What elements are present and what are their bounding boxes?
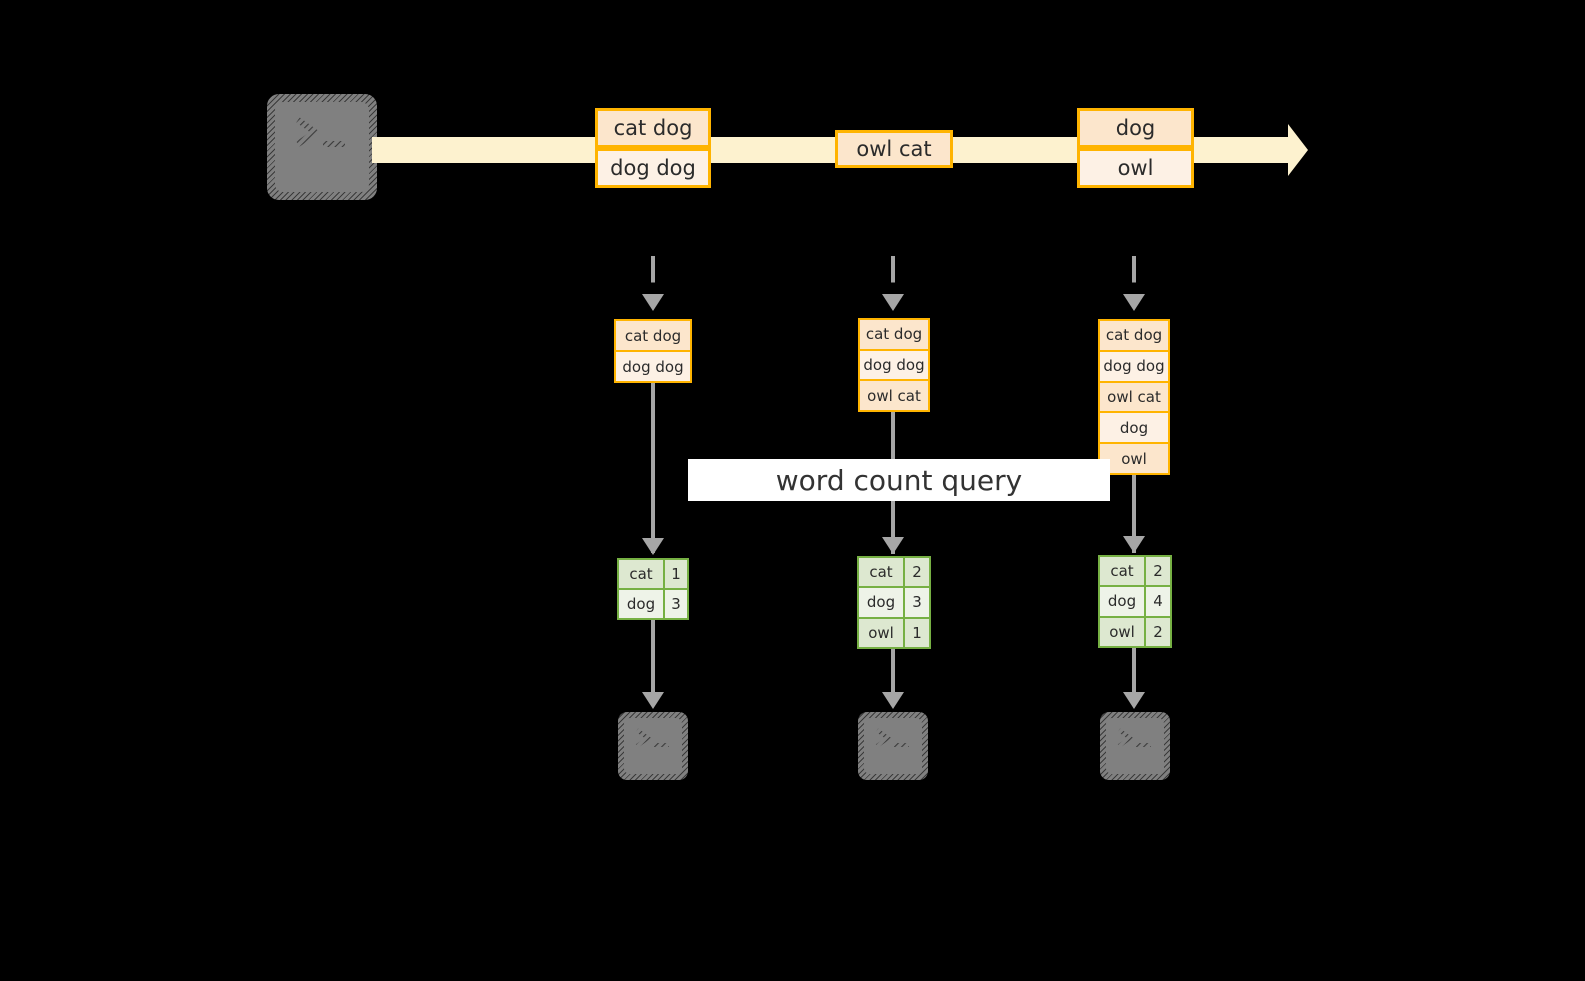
stream-arrow-head-icon	[1288, 124, 1308, 176]
dashed-down-arrow-icon-1	[651, 256, 655, 300]
sink-terminal-icon-3	[1100, 712, 1170, 780]
result-count: 2	[905, 558, 929, 587]
terminal-prompt-glyph	[1117, 728, 1151, 748]
result-word: cat	[859, 558, 905, 587]
dashed-down-arrow-icon-2	[891, 256, 895, 300]
query-arrow-icon-3	[1132, 475, 1136, 553]
sink-arrow-icon-2	[891, 649, 895, 698]
sink-arrow-icon-1	[651, 620, 655, 698]
accumulated-row: dog dog	[616, 352, 690, 381]
accumulated-row: dog dog	[860, 350, 928, 382]
stream-batch-1-line-2: dog dog	[595, 148, 711, 188]
terminal-screen	[275, 102, 369, 192]
stream-batch-2-line-1: owl cat	[835, 130, 953, 168]
sink-arrow-head-icon-2	[882, 692, 904, 709]
dashed-down-arrow-head-icon-3	[1123, 294, 1145, 311]
result-table-3: cat 2 dog 4 owl 2	[1098, 555, 1172, 648]
sink-arrow-icon-3	[1132, 648, 1136, 698]
accumulated-row: cat dog	[1100, 321, 1168, 352]
result-word: cat	[619, 560, 665, 588]
dashed-down-arrow-icon-3	[1132, 256, 1136, 300]
dashed-down-arrow-head-icon-1	[642, 294, 664, 311]
query-arrow-head-icon-2	[882, 537, 904, 554]
accumulated-row: owl cat	[1100, 382, 1168, 414]
sink-terminal-icon-2	[858, 712, 928, 780]
result-count: 4	[1146, 587, 1170, 616]
result-word: owl	[1100, 617, 1146, 646]
accumulated-records-1: cat dog dog dog	[614, 319, 692, 383]
table-row: owl 2	[1100, 617, 1170, 646]
result-word: cat	[1100, 557, 1146, 586]
terminal-prompt-glyph	[635, 728, 669, 748]
query-label-banner: word count query	[688, 459, 1110, 501]
table-row: cat 1	[619, 560, 687, 590]
accumulated-row: owl cat	[860, 381, 928, 411]
accumulated-row: owl	[1100, 444, 1168, 473]
terminal-screen	[624, 718, 682, 774]
result-count: 2	[1146, 557, 1170, 586]
sink-terminal-icon-1	[618, 712, 688, 780]
result-table-1: cat 1 dog 3	[617, 558, 689, 620]
query-arrow-icon-1	[651, 383, 655, 553]
result-count: 1	[665, 560, 687, 588]
accumulated-row: cat dog	[616, 321, 690, 352]
terminal-screen	[1106, 718, 1164, 774]
accumulated-row: dog	[1100, 413, 1168, 445]
result-count: 2	[1146, 617, 1170, 646]
result-count: 1	[905, 618, 929, 647]
table-row: dog 3	[859, 588, 929, 619]
table-row: dog 4	[1100, 587, 1170, 618]
table-row: owl 1	[859, 618, 929, 647]
table-row: cat 2	[859, 558, 929, 589]
accumulated-row: dog dog	[1100, 351, 1168, 383]
stream-batch-3-line-2: owl	[1077, 148, 1194, 188]
query-arrow-head-icon-3	[1123, 536, 1145, 553]
dashed-down-arrow-head-icon-2	[882, 294, 904, 311]
result-count: 3	[665, 590, 687, 618]
stream-batch-3-line-1: dog	[1077, 108, 1194, 148]
stream-batch-1-line-1: cat dog	[595, 108, 711, 148]
result-word: dog	[859, 588, 905, 617]
source-terminal-icon	[267, 94, 377, 200]
query-arrow-head-icon-1	[642, 538, 664, 555]
terminal-prompt-glyph	[875, 728, 909, 748]
result-word: dog	[1100, 587, 1146, 616]
table-row: dog 3	[619, 590, 687, 618]
result-count: 3	[905, 588, 929, 617]
table-row: cat 2	[1100, 557, 1170, 588]
sink-arrow-head-icon-1	[642, 692, 664, 709]
terminal-prompt-glyph	[296, 117, 345, 147]
terminal-screen	[864, 718, 922, 774]
accumulated-records-3: cat dog dog dog owl cat dog owl	[1098, 319, 1170, 475]
result-word: dog	[619, 590, 665, 618]
accumulated-row: cat dog	[860, 320, 928, 351]
sink-arrow-head-icon-3	[1123, 692, 1145, 709]
accumulated-records-2: cat dog dog dog owl cat	[858, 318, 930, 412]
result-table-2: cat 2 dog 3 owl 1	[857, 556, 931, 649]
result-word: owl	[859, 618, 905, 647]
